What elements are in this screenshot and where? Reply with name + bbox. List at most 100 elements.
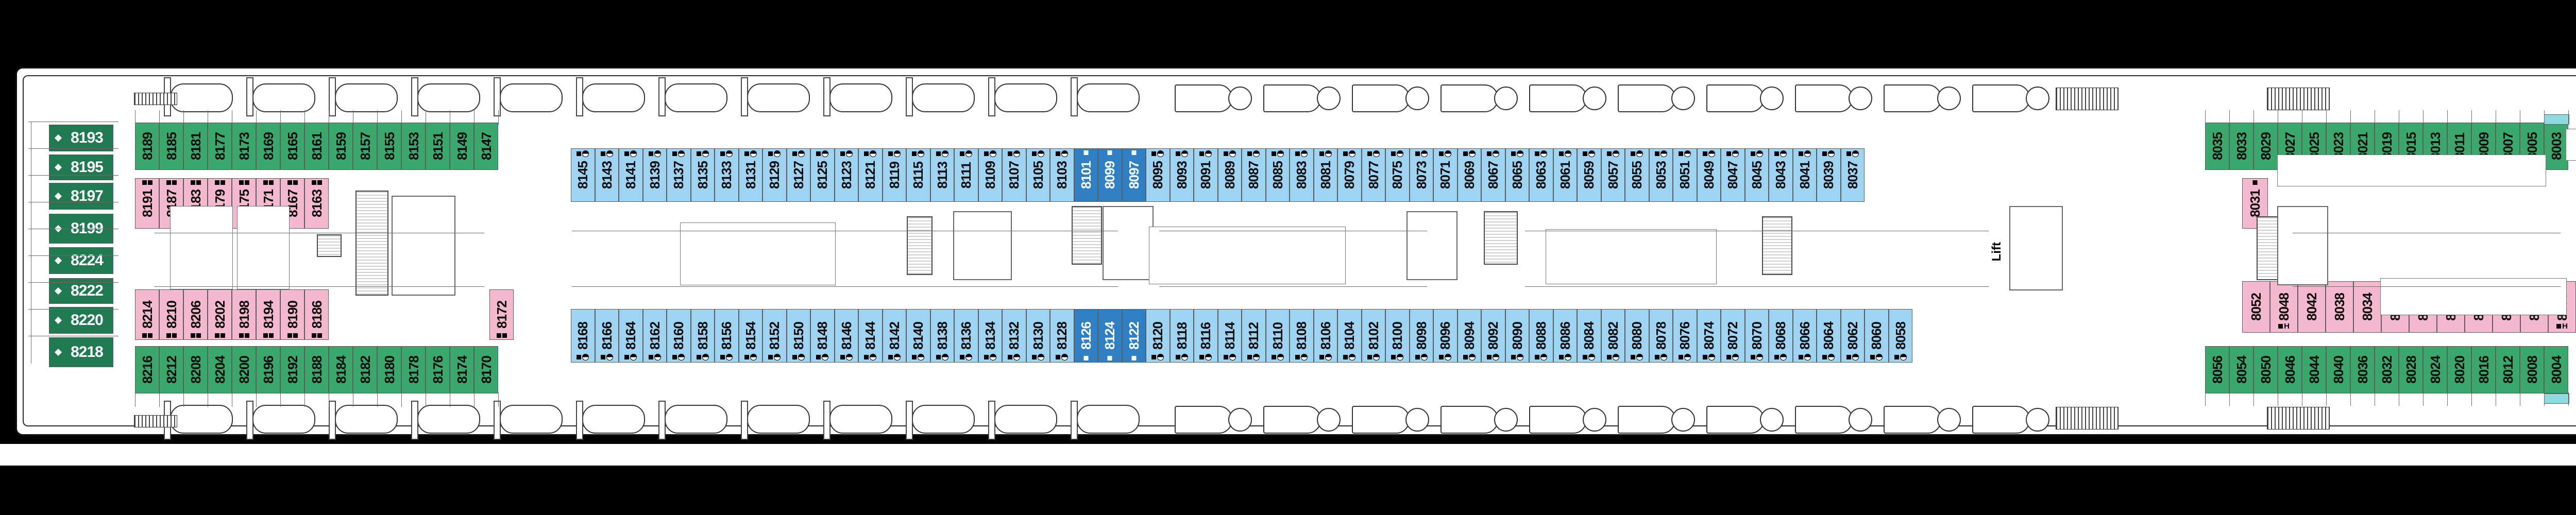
cabin-cell[interactable]: 8105 xyxy=(1026,148,1050,202)
cabin-cell[interactable]: 8128 xyxy=(1050,309,1074,363)
cabin-cell[interactable]: 8135 xyxy=(690,148,715,202)
cabin-cell[interactable]: 8028 xyxy=(2399,346,2423,393)
cabin-cell[interactable]: 8166 xyxy=(595,309,619,363)
cabin-cell[interactable]: 8058 xyxy=(1888,309,1912,363)
cabin-cell[interactable]: 8132 xyxy=(1002,309,1026,363)
cabin-cell[interactable]: 8206 xyxy=(183,289,208,340)
cabin-cell[interactable]: 8114 xyxy=(1217,309,1242,363)
cabin-cell[interactable]: 8191 xyxy=(135,178,159,229)
cabin-cell[interactable]: 8096 xyxy=(1433,309,1458,363)
cabin-cell[interactable]: 8020 xyxy=(2447,346,2471,393)
cabin-cell[interactable]: 8146 xyxy=(834,309,858,363)
cabin-cell[interactable]: 8157 xyxy=(353,123,377,170)
cabin-cell[interactable]: 8125 xyxy=(810,148,835,202)
cabin-cell[interactable]: 8160 xyxy=(667,309,691,363)
cabin-cell[interactable]: 8094 xyxy=(1457,309,1481,363)
cabin-cell[interactable]: 8086 xyxy=(1553,309,1577,363)
cabin-cell[interactable]: 8188 xyxy=(304,346,329,393)
cabin-cell[interactable]: 8197 xyxy=(49,183,113,210)
cabin-cell[interactable]: 8177 xyxy=(208,123,232,170)
cabin-cell[interactable]: 8057 xyxy=(1601,148,1625,202)
cabin-cell[interactable]: 8045 xyxy=(1744,148,1769,202)
cabin-cell[interactable]: 8147 xyxy=(474,123,498,170)
cabin-cell[interactable]: 8173 xyxy=(232,123,256,170)
cabin-cell[interactable]: 8034 xyxy=(2353,281,2381,333)
cabin-cell[interactable]: 8052 xyxy=(2242,281,2270,333)
cabin-cell[interactable]: 8055 xyxy=(1625,148,1649,202)
cabin-cell[interactable]: 8169 xyxy=(256,123,280,170)
cabin-cell[interactable]: 8121 xyxy=(858,148,883,202)
cabin-cell[interactable]: 8116 xyxy=(1194,309,1218,363)
cabin-cell[interactable]: 8035 xyxy=(2205,123,2229,170)
cabin-cell[interactable]: 8082 xyxy=(1601,309,1625,363)
cabin-cell[interactable]: 8153 xyxy=(401,123,426,170)
cabin-cell[interactable]: 8164 xyxy=(619,309,643,363)
cabin-cell[interactable]: 8181 xyxy=(183,123,208,170)
cabin-cell[interactable]: 8115 xyxy=(906,148,930,202)
cabin-cell[interactable]: 8126 xyxy=(1074,309,1098,363)
cabin-cell[interactable]: 8098 xyxy=(1409,309,1433,363)
cabin-cell[interactable]: 8133 xyxy=(715,148,739,202)
cabin-cell[interactable]: 8047 xyxy=(1721,148,1745,202)
cabin-cell[interactable]: 8119 xyxy=(882,148,906,202)
cabin-cell[interactable]: 8081 xyxy=(1313,148,1337,202)
cabin-cell[interactable]: 8043 xyxy=(1769,148,1793,202)
cabin-cell[interactable]: 8155 xyxy=(377,123,401,170)
cabin-cell[interactable]: 8212 xyxy=(159,346,183,393)
cabin-cell[interactable]: 8054 xyxy=(2229,346,2253,393)
cabin-cell[interactable]: 8073 xyxy=(1409,148,1433,202)
cabin-cell[interactable]: 8139 xyxy=(642,148,667,202)
cabin-cell[interactable]: 8127 xyxy=(786,148,810,202)
cabin-cell[interactable]: 8210 xyxy=(159,289,183,340)
cabin-cell[interactable]: 8120 xyxy=(1146,309,1170,363)
cabin-cell[interactable]: 8202 xyxy=(208,289,232,340)
cabin-cell[interactable]: 8046 xyxy=(2278,346,2302,393)
cabin-cell[interactable]: 8182 xyxy=(353,346,377,393)
cabin-cell[interactable]: 8099 xyxy=(1098,148,1122,202)
cabin-cell[interactable]: 8214 xyxy=(135,289,159,340)
cabin-cell[interactable]: 8004 xyxy=(2544,346,2568,393)
cabin-cell[interactable]: 8145 xyxy=(571,148,595,202)
cabin-cell[interactable]: 8190 xyxy=(280,289,304,340)
cabin-cell[interactable]: 8040 xyxy=(2326,346,2350,393)
cabin-cell[interactable]: 8063 xyxy=(1529,148,1553,202)
cabin-cell[interactable]: 8092 xyxy=(1481,309,1505,363)
cabin-cell[interactable]: 8148 xyxy=(810,309,835,363)
cabin-cell[interactable]: 8111 xyxy=(954,148,978,202)
cabin-cell[interactable]: 8102 xyxy=(1361,309,1385,363)
cabin-cell[interactable]: 8170 xyxy=(474,346,498,393)
cabin-cell[interactable]: 8103 xyxy=(1050,148,1074,202)
cabin-cell[interactable]: 8091 xyxy=(1194,148,1218,202)
cabin-cell[interactable]: 8218 xyxy=(49,337,113,367)
cabin-cell[interactable]: 8165 xyxy=(280,123,304,170)
cabin-cell[interactable]: 8032 xyxy=(2375,346,2399,393)
cabin-cell[interactable]: 8149 xyxy=(450,123,474,170)
cabin-cell[interactable]: 8113 xyxy=(930,148,954,202)
cabin-cell[interactable]: 8049 xyxy=(1697,148,1721,202)
cabin-cell[interactable]: 8029 xyxy=(2253,123,2278,170)
cabin-cell[interactable]: 8194 xyxy=(256,289,280,340)
cabin-cell[interactable]: 8104 xyxy=(1337,309,1362,363)
cabin-cell[interactable]: 8129 xyxy=(762,148,787,202)
cabin-cell[interactable]: 8039 xyxy=(1817,148,1841,202)
cabin-cell[interactable]: 8130 xyxy=(1026,309,1050,363)
cabin-cell[interactable]: 8106 xyxy=(1313,309,1337,363)
cabin-cell[interactable]: 8131 xyxy=(738,148,762,202)
cabin-cell[interactable]: 8056 xyxy=(2205,346,2229,393)
cabin-cell[interactable]: 8069 xyxy=(1457,148,1481,202)
cabin-cell[interactable]: 8174 xyxy=(450,346,474,393)
cabin-cell[interactable]: 8067 xyxy=(1481,148,1505,202)
cabin-cell[interactable]: 8012 xyxy=(2496,346,2520,393)
cabin-cell[interactable]: 8172 xyxy=(489,289,514,340)
cabin-cell[interactable]: 8089 xyxy=(1217,148,1242,202)
cabin-cell[interactable]: 8064 xyxy=(1817,309,1841,363)
cabin-cell[interactable]: 8050 xyxy=(2253,346,2278,393)
cabin-cell[interactable]: 8151 xyxy=(426,123,450,170)
cabin-cell[interactable]: 8088 xyxy=(1529,309,1553,363)
cabin-cell[interactable]: 8158 xyxy=(690,309,715,363)
cabin-cell[interactable]: 8084 xyxy=(1577,309,1601,363)
cabin-cell[interactable]: 8163 xyxy=(304,178,329,229)
cabin-cell[interactable]: 8087 xyxy=(1242,148,1266,202)
cabin-cell[interactable]: 8041 xyxy=(1792,148,1817,202)
cabin-cell[interactable]: 8066 xyxy=(1792,309,1817,363)
